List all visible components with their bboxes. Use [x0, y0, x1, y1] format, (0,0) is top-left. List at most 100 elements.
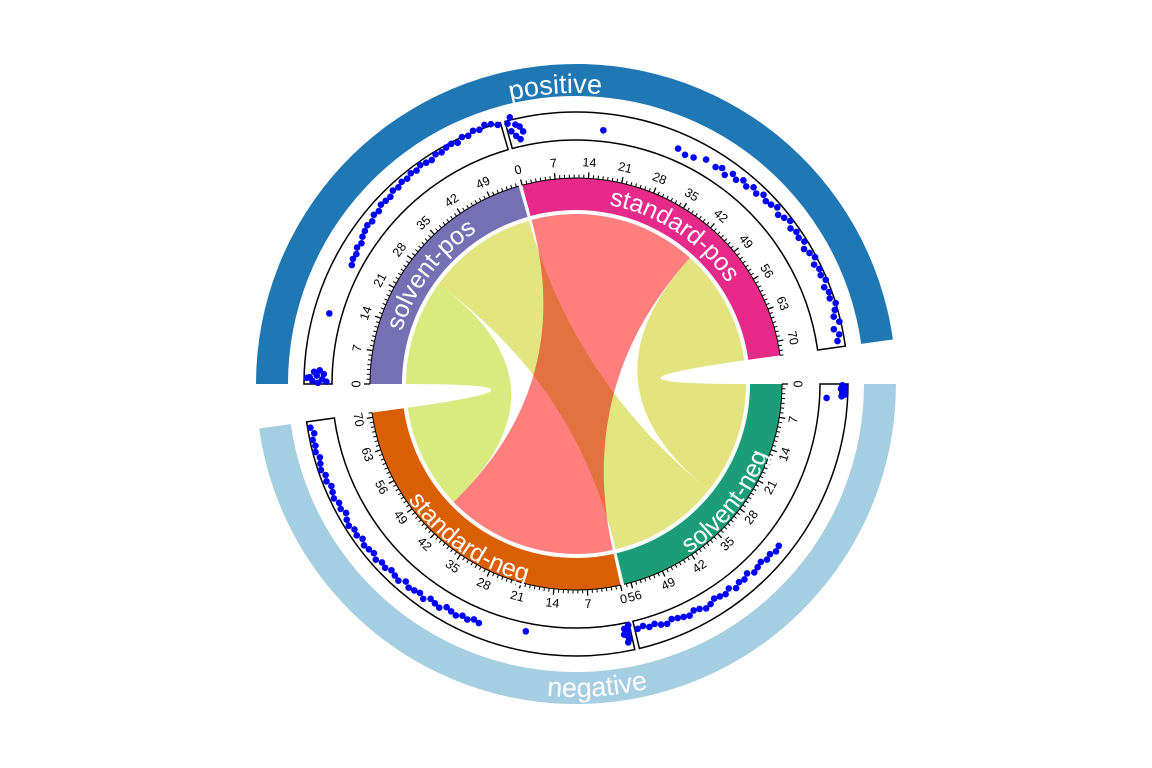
- minor-tick: [750, 492, 755, 496]
- data-point: [370, 211, 378, 219]
- tick-label: 21: [617, 159, 634, 176]
- minor-tick: [514, 581, 517, 585]
- axis-line-solvent-neg: [623, 383, 783, 585]
- minor-tick: [776, 430, 780, 433]
- data-point: [506, 114, 514, 121]
- data-point: [710, 595, 718, 602]
- data-point: [800, 245, 808, 253]
- groups-layer: [256, 63, 897, 705]
- major-tick: [661, 570, 666, 577]
- minor-tick: [435, 228, 439, 232]
- minor-tick: [773, 440, 778, 443]
- points-track-solvent-pos: [303, 121, 510, 385]
- data-point: [743, 570, 751, 577]
- data-point: [459, 612, 466, 619]
- major-tick: [752, 275, 759, 280]
- major-tick: [518, 582, 522, 589]
- data-point: [504, 120, 511, 127]
- major-tick: [767, 306, 774, 310]
- data-point: [388, 566, 395, 574]
- data-point: [329, 488, 336, 496]
- minor-tick: [370, 340, 375, 342]
- data-point: [820, 283, 828, 291]
- data-point: [626, 635, 633, 643]
- major-tick: [652, 187, 657, 194]
- data-point: [832, 299, 839, 307]
- data-point: [620, 625, 628, 633]
- minor-tick: [483, 568, 486, 573]
- minor-tick: [421, 241, 425, 245]
- tick-label: 35: [682, 185, 701, 204]
- data-point: [323, 378, 330, 385]
- minor-tick: [505, 186, 508, 190]
- data-point: [458, 133, 466, 141]
- data-point: [378, 559, 386, 566]
- tick-label: 56: [757, 262, 776, 281]
- data-point: [519, 128, 527, 135]
- tick-label: 0: [619, 591, 629, 606]
- minor-tick: [524, 583, 527, 588]
- data-point: [370, 549, 378, 557]
- minor-tick: [415, 515, 419, 519]
- minor-tick: [406, 504, 410, 508]
- minor-tick: [395, 488, 399, 492]
- minor-tick: [695, 551, 698, 555]
- points-layer: [303, 114, 849, 646]
- data-point: [735, 578, 743, 586]
- minor-tick: [683, 559, 686, 563]
- minor-tick: [773, 325, 778, 328]
- data-point: [795, 234, 802, 242]
- minor-tick: [438, 539, 442, 544]
- data-point: [760, 191, 767, 199]
- major-tick: [630, 582, 634, 589]
- major-tick: [682, 202, 688, 209]
- data-point: [353, 250, 360, 258]
- tick-label: 70: [351, 412, 367, 428]
- minor-tick: [767, 458, 772, 461]
- minor-tick: [378, 453, 383, 457]
- minor-tick: [544, 176, 547, 181]
- minor-tick: [706, 221, 710, 226]
- data-point: [757, 558, 765, 566]
- minor-tick: [386, 471, 390, 474]
- minor-tick: [372, 430, 376, 433]
- tick-label: 21: [371, 271, 390, 290]
- data-point: [335, 499, 343, 507]
- minor-tick: [713, 228, 717, 232]
- minor-tick: [384, 467, 388, 470]
- data-point: [712, 163, 719, 171]
- minor-tick: [630, 181, 633, 186]
- data-point: [780, 214, 788, 222]
- minor-tick: [462, 207, 465, 212]
- minor-tick: [397, 492, 402, 496]
- minor-tick: [370, 344, 374, 347]
- tick-label: 7: [786, 415, 801, 424]
- tick-label: 14: [776, 446, 794, 464]
- data-point: [416, 589, 424, 597]
- data-point: [826, 295, 834, 302]
- minor-tick: [403, 500, 407, 504]
- major-tick: [456, 554, 462, 560]
- data-point: [419, 595, 427, 603]
- data-point: [686, 612, 693, 619]
- data-point: [317, 466, 325, 474]
- minor-tick: [496, 189, 499, 194]
- minor-tick: [397, 272, 402, 276]
- minor-tick: [415, 249, 419, 253]
- tick-label: 35: [443, 557, 462, 576]
- minor-tick: [374, 440, 379, 443]
- minor-tick: [450, 215, 454, 220]
- data-point: [517, 135, 524, 143]
- data-point: [405, 584, 412, 591]
- data-point: [381, 564, 389, 572]
- minor-tick: [648, 576, 651, 581]
- minor-tick: [462, 556, 465, 561]
- sector-band-solvent-neg: [616, 384, 782, 585]
- data-point: [407, 169, 415, 177]
- minor-tick: [424, 238, 428, 242]
- minor-tick: [374, 325, 379, 328]
- data-point: [707, 600, 714, 608]
- minor-tick: [388, 289, 393, 293]
